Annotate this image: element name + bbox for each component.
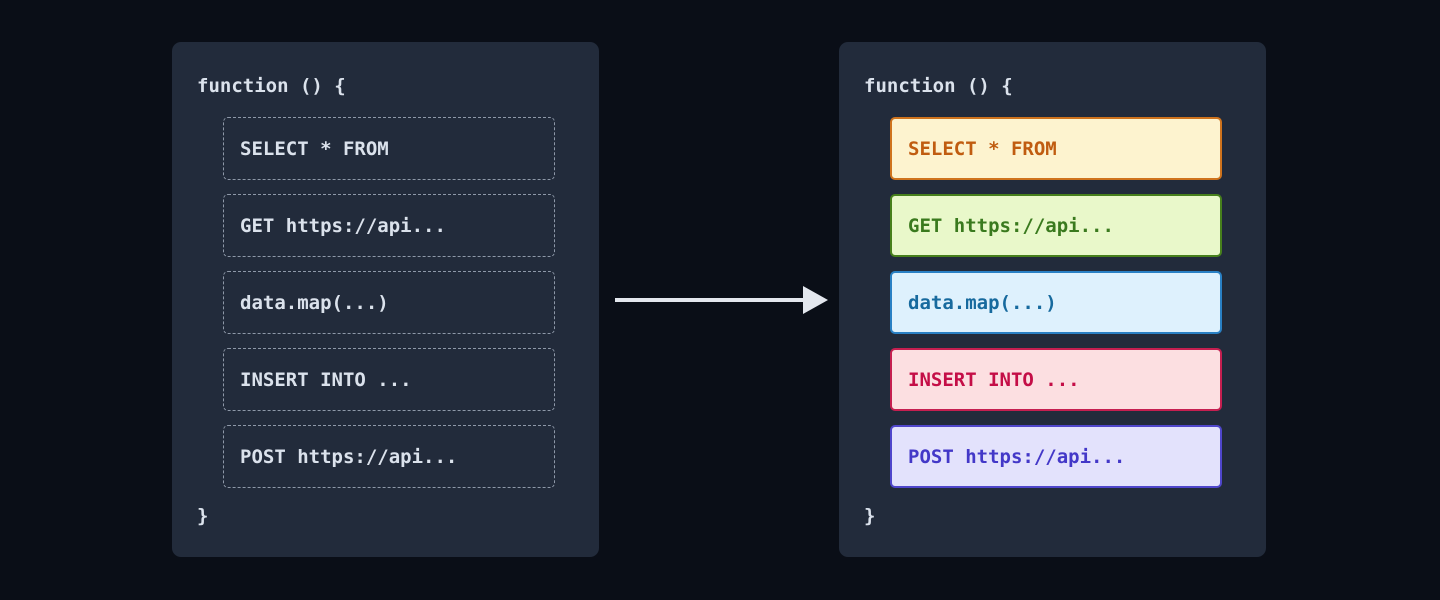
code-block-sql-insert: INSERT INTO ... bbox=[223, 348, 555, 411]
code-block-data-map-highlighted: data.map(...) bbox=[890, 271, 1222, 334]
function-close-line: } bbox=[197, 505, 209, 527]
code-panel-after: function () { SELECT * FROM GET https://… bbox=[839, 42, 1266, 557]
arrow-right-icon bbox=[615, 286, 828, 314]
function-close-line: } bbox=[864, 505, 876, 527]
code-block-http-post: POST https://api... bbox=[223, 425, 555, 488]
code-block-sql-insert-highlighted: INSERT INTO ... bbox=[890, 348, 1222, 411]
code-block-http-get-highlighted: GET https://api... bbox=[890, 194, 1222, 257]
code-block-sql-select-highlighted: SELECT * FROM bbox=[890, 117, 1222, 180]
code-block-list: SELECT * FROM GET https://api... data.ma… bbox=[890, 117, 1222, 488]
function-open-line: function () { bbox=[197, 75, 346, 97]
code-panel-before: function () { SELECT * FROM GET https://… bbox=[172, 42, 599, 557]
code-block-list: SELECT * FROM GET https://api... data.ma… bbox=[223, 117, 555, 488]
code-block-sql-select: SELECT * FROM bbox=[223, 117, 555, 180]
code-block-http-post-highlighted: POST https://api... bbox=[890, 425, 1222, 488]
function-open-line: function () { bbox=[864, 75, 1013, 97]
code-block-http-get: GET https://api... bbox=[223, 194, 555, 257]
code-block-data-map: data.map(...) bbox=[223, 271, 555, 334]
